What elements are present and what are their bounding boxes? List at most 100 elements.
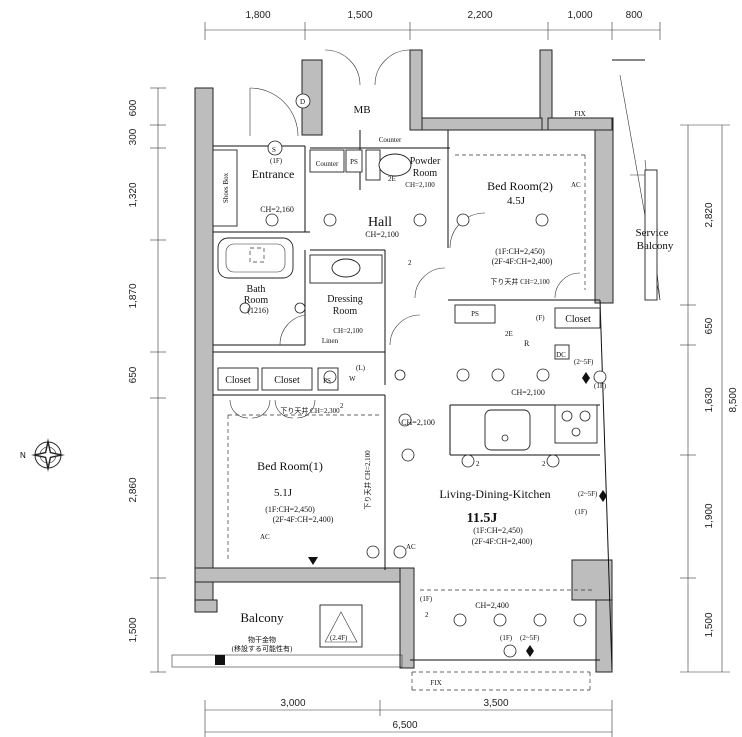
- bath-room-size: (1216): [247, 306, 269, 315]
- powder-room-label-2: Room: [413, 168, 438, 179]
- dc-label: DC: [556, 351, 566, 359]
- exterior-walls: [194, 49, 614, 673]
- left-dimension-line: 600 300 1,320 1,870 650 2,860 1,500: [128, 87, 166, 673]
- dressing-room-label-1: Dressing: [327, 294, 363, 305]
- closet-label-2: Closet: [274, 375, 300, 386]
- tag-1f-c: (1F): [575, 508, 588, 516]
- dim-left-2: 300: [128, 128, 139, 145]
- tag-2e-b: 2E: [505, 330, 513, 338]
- dim-left-3: 1,320: [128, 182, 139, 207]
- dim-bottom-1: 3,000: [280, 698, 305, 709]
- dim-right-4: 1,900: [704, 503, 715, 528]
- dim-left-7: 1,500: [128, 617, 139, 642]
- ac-mark-3: AC: [406, 543, 416, 551]
- ldk-ceiling-1f: (1F:CH=2,450): [473, 526, 523, 535]
- stove-icon: [554, 404, 598, 444]
- shoes-box: Shoes Box: [212, 149, 238, 227]
- dim-right-2: 650: [704, 317, 715, 334]
- bath-room-label-2: Room: [244, 295, 269, 306]
- bed-room-1-dropped-ceiling: 下り天井 CH=2,300: [280, 406, 340, 415]
- service-balcony-label-2: Balcony: [637, 240, 674, 252]
- bed-room-2-ceiling-1f: (1F:CH=2,450): [495, 247, 545, 256]
- w-mark: W: [349, 375, 356, 383]
- bed-room-1-size: 5.1J: [274, 487, 293, 499]
- ps-label-2: PS: [471, 310, 479, 318]
- electrical-symbols: [267, 93, 607, 658]
- balcony-note-1: 物干金物: [248, 635, 276, 644]
- ceiling-lamps: [239, 213, 587, 627]
- interior-walls: [213, 130, 613, 691]
- dim-left-5: 650: [128, 366, 139, 383]
- toilet-icon: [365, 149, 412, 181]
- bed-room-2-ceiling-2f: (2F-4F:CH=2,400): [492, 257, 553, 266]
- tag-2-e: 2: [425, 611, 429, 619]
- tag-1f-a: (1F): [270, 157, 283, 165]
- counter-label-hall: Counter: [316, 160, 339, 168]
- north-compass-icon: N: [20, 438, 65, 472]
- washbasin-icon: [309, 254, 383, 284]
- tag-2e-a: 2E: [388, 175, 396, 183]
- dim-bottom-total: 6,500: [392, 720, 417, 731]
- balcony-label: Balcony: [240, 610, 284, 625]
- bed-room-2-dropped-ceiling: 下り天井 CH=2,100: [490, 277, 550, 286]
- bed-room-1-label: Bed Room(1): [257, 459, 323, 473]
- top-dimension-line: 1,800 1,500 2,200 1,000 800: [204, 10, 661, 40]
- dressing-room-label-2: Room: [333, 306, 358, 317]
- dim-right-5: 1,500: [704, 612, 715, 637]
- bed-room-2-label: Bed Room(2): [487, 179, 553, 193]
- powder-room-ceiling-height: CH=2,100: [405, 181, 435, 189]
- balcony-fixtures: [171, 604, 403, 668]
- mb-label: MB: [353, 104, 370, 116]
- ps-label-3: PS: [323, 377, 331, 385]
- tag-2-5f-c: (2~5F): [520, 634, 540, 642]
- closet-label-1: Closet: [225, 375, 251, 386]
- entrance-ceiling-height: CH=2,160: [260, 205, 294, 214]
- bed-room-2-size: 4.5J: [507, 195, 526, 207]
- dim-right-1: 2,820: [704, 202, 715, 227]
- dressing-room-ceiling-height: CH=2,100: [333, 327, 363, 335]
- kitchen-sink-icon: [484, 409, 531, 451]
- ac-mark-1: AC: [571, 181, 581, 189]
- ldk-size: 11.5J: [467, 511, 498, 526]
- dim-top-4: 1,000: [567, 10, 592, 21]
- bottom-dimension-line: 3,000 3,500 6,500: [204, 698, 613, 737]
- fix-window-top: FIX: [574, 110, 585, 118]
- tag-2-4f: (2.4F): [330, 634, 348, 642]
- balcony-note-2: (移設する可能性有): [232, 644, 293, 653]
- service-balcony-railing: [612, 59, 661, 301]
- dim-top-1: 1,800: [245, 10, 270, 21]
- closet-label-3: Closet: [565, 314, 591, 325]
- dim-top-5: 800: [626, 10, 643, 21]
- tag-l: (L): [356, 364, 366, 372]
- dim-left-6: 2,860: [128, 477, 139, 502]
- dim-left-4: 1,870: [128, 283, 139, 308]
- linen-label: Linen: [322, 337, 339, 345]
- ldk-ceiling-height-b: CH=2,100: [511, 388, 545, 397]
- door-swings: [229, 49, 581, 419]
- dim-left-1: 600: [128, 99, 139, 116]
- bath-room-label-1: Bath: [247, 284, 266, 295]
- tag-2-b: 2: [340, 402, 344, 410]
- tag-s: S: [272, 146, 276, 154]
- bed-room-1-ceiling-1f: (1F:CH=2,450): [265, 505, 315, 514]
- bathtub-icon: [217, 237, 294, 279]
- dim-top-3: 2,200: [467, 10, 492, 21]
- tag-f: (F): [536, 314, 545, 322]
- hall-ceiling-height: CH=2,100: [365, 230, 399, 239]
- ldk-label: Living-Dining-Kitchen: [439, 487, 550, 501]
- tag-2-d: 2: [542, 460, 546, 468]
- tag-2-5f-a: (2~5F): [574, 358, 594, 366]
- ldk-ceiling-height-a: CH=2,100: [401, 418, 435, 427]
- svg-text:N: N: [20, 451, 26, 460]
- tag-1f-d: (1F): [420, 595, 433, 603]
- tag-2-c: 2: [476, 460, 480, 468]
- tag-2-a: 2: [408, 259, 412, 267]
- right-dimension-line: 2,820 650 1,630 1,900 1,500 8,500: [680, 124, 739, 673]
- fix-window-bottom: FIX: [430, 679, 441, 687]
- tag-1f-e: (1F): [500, 634, 513, 642]
- balcony-ceiling-height: CH=2,400: [475, 601, 509, 610]
- service-balcony-label-1: Service: [636, 227, 669, 239]
- tag-d: D: [300, 98, 305, 106]
- ldk-ceiling-2f: (2F-4F:CH=2,400): [472, 537, 533, 546]
